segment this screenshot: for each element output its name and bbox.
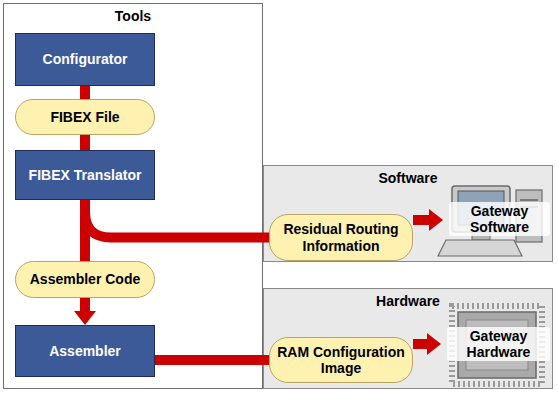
data-pill: Residual Routing Information (269, 214, 413, 261)
flow-connector (155, 360, 269, 361)
group-heading: Tools (4, 8, 262, 24)
computer-icon (438, 186, 542, 256)
gateway-node: Gateway Software (443, 177, 554, 261)
connector-line (80, 298, 90, 312)
tools-panel: ToolsConfiguratorFIBEX FileFIBEX Transla… (3, 3, 263, 389)
tool-box: FIBEX Translator (15, 150, 155, 200)
node-label: FIBEX File (50, 109, 119, 125)
file-pill: Assembler Code (15, 261, 155, 298)
connector-line (80, 86, 90, 99)
node-label: Assembler (49, 343, 121, 359)
connector-line (413, 215, 430, 225)
hardware-panel: HardwareRAM Configuration Image Gateway H… (263, 288, 553, 389)
connector-line (85, 200, 269, 238)
flow-connector (413, 209, 443, 231)
flow-connector (74, 298, 96, 325)
connector-line (80, 135, 90, 150)
flow-connector (85, 200, 86, 261)
node-label: Gateway Software (449, 202, 550, 236)
node-label: FIBEX Translator (29, 167, 142, 183)
flow-connector (85, 86, 86, 99)
node-label: Assembler Code (30, 271, 140, 287)
connector-line (155, 355, 269, 365)
group-heading: Hardware (264, 293, 552, 309)
arrow-head (427, 333, 441, 355)
arrow-head (429, 209, 443, 231)
gateway-node: Gateway Hardware (441, 299, 554, 389)
flow-connector (413, 333, 441, 355)
arrow-head (74, 311, 96, 325)
tool-box: Assembler (15, 325, 155, 377)
node-label: Residual Routing Information (276, 221, 406, 253)
connector-line (413, 339, 428, 349)
chip-icon (452, 306, 542, 384)
tool-box: Configurator (15, 33, 155, 86)
node-label: RAM Configuration Image (276, 344, 406, 376)
group-heading: Software (264, 170, 552, 186)
data-pill: RAM Configuration Image (269, 337, 413, 383)
flow-connector (85, 135, 86, 150)
connector-line (80, 200, 90, 261)
software-panel: SoftwareResidual Routing Information Gate… (263, 165, 553, 262)
flow-connector (85, 200, 269, 238)
file-pill: FIBEX File (15, 99, 155, 135)
node-label: Configurator (43, 51, 128, 67)
node-label: Gateway Hardware (447, 327, 550, 361)
